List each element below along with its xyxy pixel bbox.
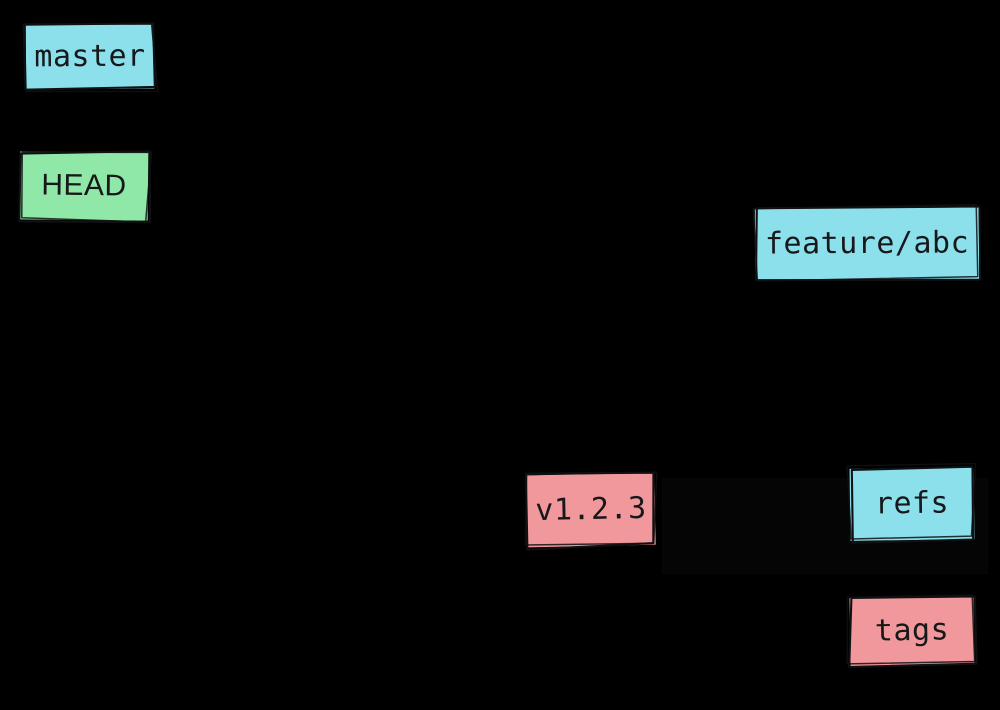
node-master[interactable]: master bbox=[22, 22, 159, 93]
node-label-head: HEAD bbox=[41, 168, 127, 203]
node-label-v123: v1.2.3 bbox=[534, 490, 648, 529]
node-label-refs: refs bbox=[874, 485, 950, 522]
node-label-tags: tags bbox=[874, 612, 950, 649]
node-refs[interactable]: refs bbox=[846, 462, 977, 544]
node-label-master: master bbox=[34, 38, 146, 74]
node-head[interactable]: HEAD bbox=[18, 150, 153, 224]
node-tags[interactable]: tags bbox=[846, 594, 978, 669]
node-v123[interactable]: v1.2.3 bbox=[524, 471, 658, 551]
node-label-feature-abc: feature/abc bbox=[764, 225, 970, 262]
node-feature-abc[interactable]: feature/abc bbox=[752, 203, 982, 282]
